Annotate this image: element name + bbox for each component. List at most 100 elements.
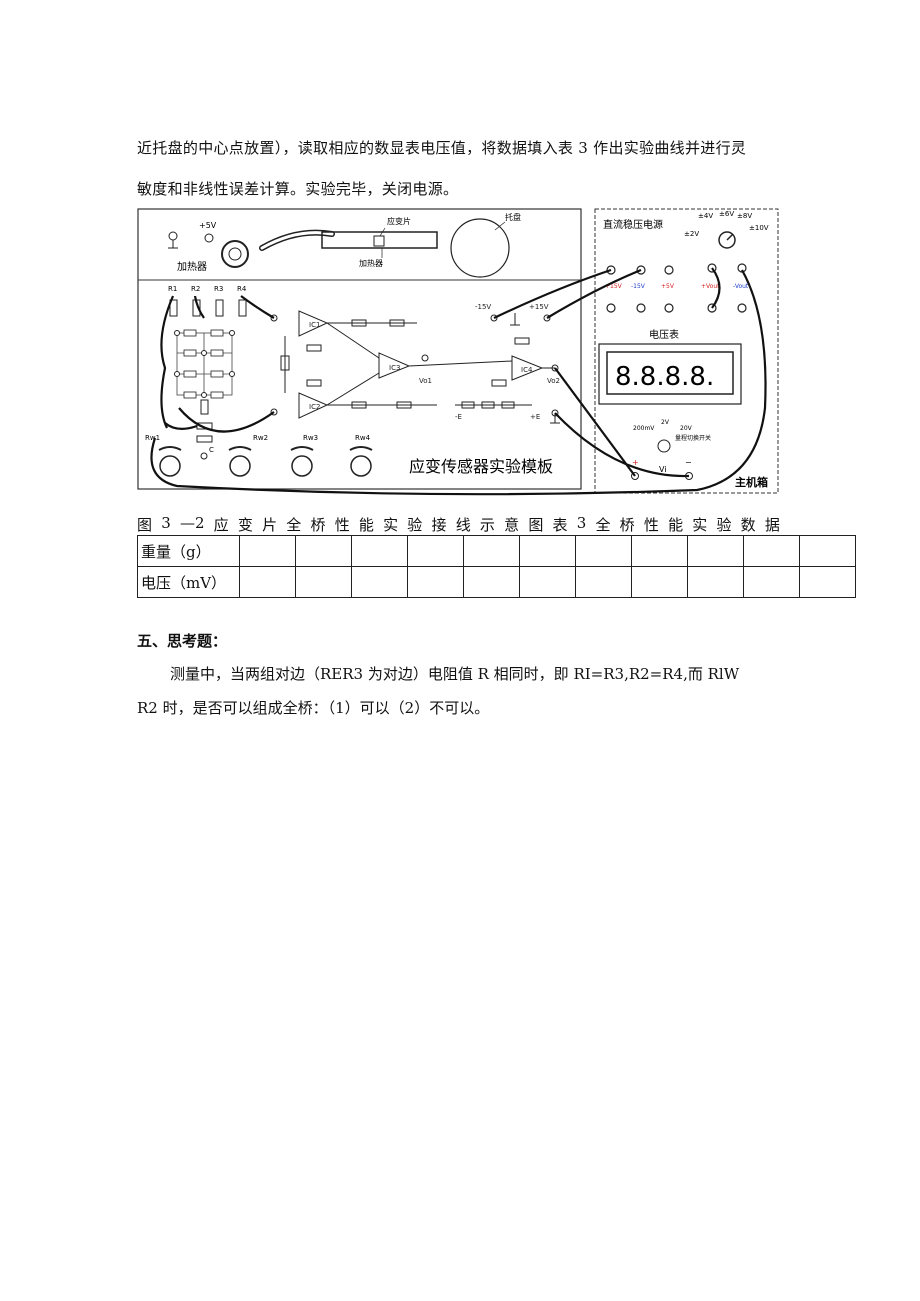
heater-section: +5V 加热器	[168, 221, 249, 273]
svg-text:±8V: ±8V	[737, 212, 752, 220]
svg-text:Rw3: Rw3	[303, 434, 318, 442]
wiring-diagram-figure: +5V 加热器 应变片 加热器 托盘 R1 R2 R3 R4	[137, 208, 779, 496]
svg-text:Rw2: Rw2	[253, 434, 268, 442]
svg-text:Rw1: Rw1	[145, 434, 160, 442]
caption-token: 应	[213, 516, 229, 534]
svg-text:加热器: 加热器	[359, 258, 383, 268]
caption-token: 能	[668, 516, 684, 534]
caption-token: 实	[383, 516, 399, 534]
svg-text:-Vout: -Vout	[733, 283, 749, 290]
caption-token: 3	[161, 514, 171, 532]
svg-text:±6V: ±6V	[719, 210, 734, 218]
section-title: 五、思考题：	[137, 632, 228, 650]
table-cell	[239, 566, 296, 598]
caption-token: 实	[692, 516, 708, 534]
table-cell	[687, 535, 744, 567]
caption-token: 数	[740, 516, 756, 534]
svg-text:2V: 2V	[661, 419, 670, 426]
table-cell	[743, 566, 800, 598]
caption-token: 验	[716, 516, 732, 534]
power-supply-panel: 直流稳压电源 ±2V ±4V ±6V ±8V ±10V +15V -15V +5…	[603, 210, 769, 313]
caption-token: 验	[407, 516, 423, 534]
svg-text:-15V: -15V	[631, 283, 646, 290]
caption-token: 意	[504, 516, 520, 534]
caption-token: 图	[528, 516, 544, 534]
caption-token: 3	[576, 514, 587, 532]
svg-text:应变片: 应变片	[387, 216, 411, 226]
svg-text:+15V: +15V	[529, 303, 549, 311]
caption-token: 桥	[310, 516, 326, 534]
table-cell	[799, 535, 856, 567]
caption-token: 变	[237, 516, 253, 534]
caption-token: 全	[595, 516, 611, 534]
svg-text:IC2: IC2	[309, 403, 320, 411]
caption-token: 能	[358, 516, 374, 534]
svg-text:200mV: 200mV	[633, 425, 655, 432]
svg-text:Vi: Vi	[659, 465, 667, 474]
svg-text:Vo2: Vo2	[547, 377, 560, 385]
table-cell	[631, 566, 688, 598]
table-cell	[407, 566, 464, 598]
svg-text:R2: R2	[191, 285, 200, 293]
table-cell	[463, 535, 520, 567]
cantilever-section: 应变片 加热器 托盘	[259, 212, 521, 278]
caption-token: 桥	[619, 516, 635, 534]
svg-text:R4: R4	[237, 285, 247, 293]
body-text-line-1: 近托盘的中心点放置），读取相应的数显表电压值，将数据填入表 3 作出实验曲线并进…	[137, 139, 747, 157]
svg-text:量程切换开关: 量程切换开关	[675, 434, 711, 442]
svg-text:直流稳压电源: 直流稳压电源	[603, 218, 663, 231]
svg-text:R3: R3	[214, 285, 223, 293]
table-cell	[351, 566, 408, 598]
table-cell	[799, 566, 856, 598]
table-cell	[407, 535, 464, 567]
table-row: 电压（mV）	[137, 566, 856, 598]
caption-token: 表	[552, 516, 568, 534]
caption-token: 性	[643, 516, 659, 534]
caption-token: 性	[334, 516, 350, 534]
svg-text:8.8.8.8.: 8.8.8.8.	[615, 362, 714, 392]
svg-text:托盘: 托盘	[505, 212, 521, 222]
table-cell	[295, 566, 352, 598]
svg-text:+5V: +5V	[199, 221, 217, 230]
svg-text:−: −	[685, 458, 692, 467]
voltmeter-panel: 电压表 8.8.8.8. 200mV 2V 20V 量程切换开关 + Vi − …	[598, 328, 768, 489]
table-row: 重量（g）	[137, 535, 856, 567]
svg-text:±4V: ±4V	[698, 212, 713, 220]
body-text-line-2: 敏度和非线性误差计算。实验完毕，关闭电源。	[137, 180, 459, 198]
svg-text:-15V: -15V	[475, 303, 491, 311]
caption-token: 图	[137, 516, 153, 534]
svg-text:+: +	[632, 458, 639, 467]
table-cell	[687, 566, 744, 598]
table-cell	[351, 535, 408, 567]
table-cell	[519, 566, 576, 598]
svg-text:IC4: IC4	[521, 366, 533, 374]
table-cell	[631, 535, 688, 567]
row-label-voltage: 电压（mV）	[137, 566, 240, 598]
caption-token: 示	[479, 516, 495, 534]
potentiometers: Rw1 Rw2 Rw3 Rw4	[145, 434, 373, 477]
svg-text:IC3: IC3	[389, 364, 400, 372]
caption-token: —2	[179, 514, 205, 532]
bridge-resistors: R1 R2 R3 R4 C	[168, 285, 247, 460]
svg-text:IC1: IC1	[309, 321, 320, 329]
svg-text:20V: 20V	[680, 425, 693, 432]
svg-text:C: C	[209, 446, 214, 454]
question-line-1: 测量中，当两组对边（RER3 为对边）电阻值 R 相同时，即 RI=R3,R2=…	[170, 665, 740, 683]
caption-token: 线	[455, 516, 471, 534]
svg-text:+15V: +15V	[605, 283, 623, 290]
svg-text:±10V: ±10V	[749, 224, 769, 232]
table-cell	[295, 535, 352, 567]
caption-token: 接	[431, 516, 447, 534]
table-cell	[743, 535, 800, 567]
svg-text:主机箱: 主机箱	[735, 475, 768, 489]
svg-text:±2V: ±2V	[684, 230, 699, 238]
row-label-weight: 重量（g）	[137, 535, 240, 567]
svg-text:+Vout: +Vout	[701, 283, 720, 290]
svg-text:Rw4: Rw4	[355, 434, 371, 442]
svg-text:加热器: 加热器	[177, 260, 207, 273]
module-title: 应变传感器实验模板	[409, 457, 553, 476]
svg-text:-E: -E	[455, 413, 462, 421]
svg-text:电压表: 电压表	[649, 328, 679, 341]
caption-token: 据	[764, 516, 780, 534]
data-table: 重量（g） 电压（mV）	[137, 535, 856, 598]
